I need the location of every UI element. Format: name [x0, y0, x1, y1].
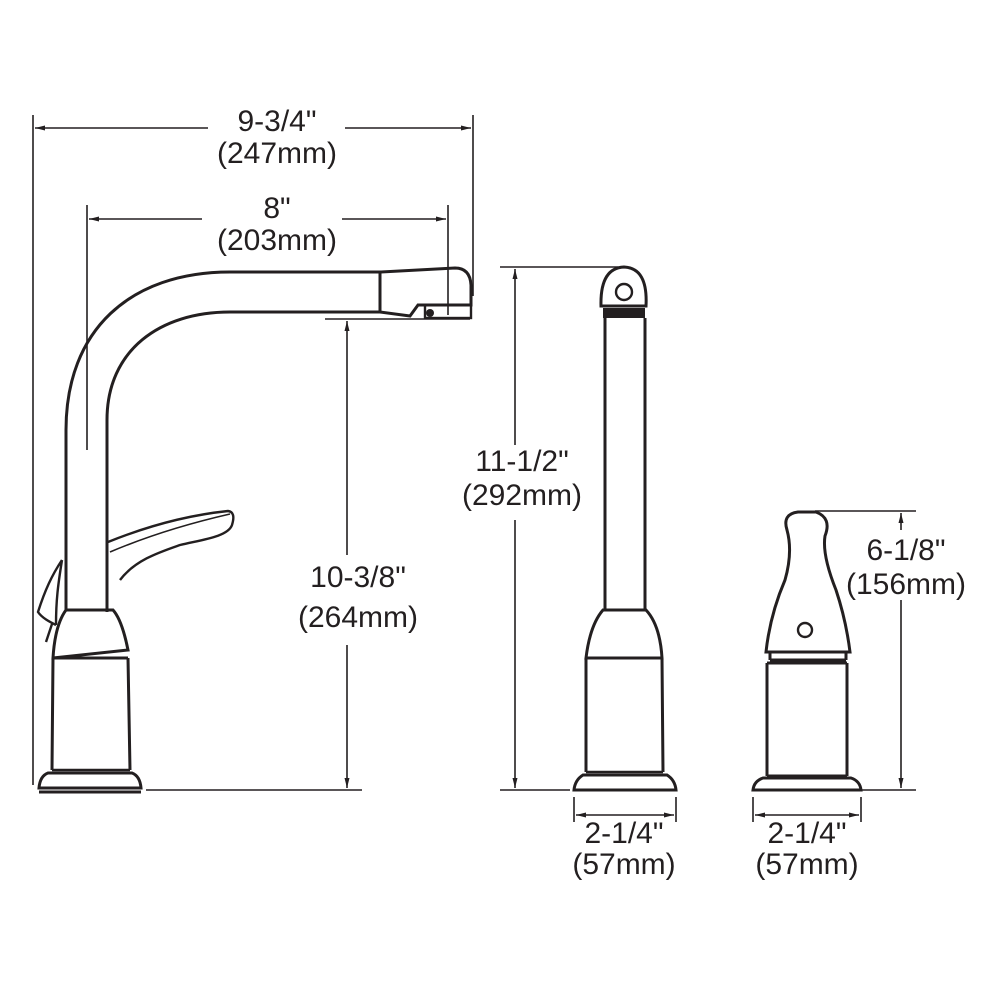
- spout-inner-contour: [105, 310, 380, 612]
- spout-reach-metric: (203mm): [217, 224, 337, 257]
- dispenser-base-width-imperial: 2-1/4": [767, 817, 846, 850]
- spray-height-imperial: 11-1/2": [475, 445, 569, 478]
- spout-height-imperial: 10-3/8": [310, 561, 406, 594]
- spout-outer-contour: [64, 266, 473, 610]
- overall-reach-imperial: 9-3/4": [237, 105, 316, 138]
- faucet-base-cylinder: [50, 657, 132, 771]
- side-spray-view: [572, 265, 678, 792]
- dispenser-height-imperial: 6-1/8": [866, 534, 945, 567]
- spray-base-width-metric: (57mm): [572, 848, 675, 881]
- spout-height-metric: (264mm): [298, 601, 418, 634]
- dispenser-body: [765, 663, 849, 776]
- rear-lever: [36, 559, 64, 643]
- dispenser-pump-head: [764, 510, 852, 654]
- spray-escutcheon: [572, 773, 678, 792]
- spray-base-width-imperial: 2-1/4": [584, 817, 663, 850]
- dimension-spray-base-width: 2-1/4" (57mm): [572, 797, 677, 881]
- dispenser-height-metric: (156mm): [846, 568, 966, 601]
- dispenser-base-width-metric: (57mm): [755, 848, 858, 881]
- dimension-overall-reach: 9-3/4" (247mm): [32, 105, 474, 785]
- overall-reach-metric: (247mm): [217, 137, 337, 170]
- spray-button: [614, 282, 634, 302]
- dimension-spout-height: 10-3/8" (264mm): [146, 318, 470, 791]
- lever-handle-edge: [109, 513, 231, 553]
- spray-head-contour: [379, 300, 473, 318]
- spray-holder-cone: [584, 608, 664, 660]
- dimension-dispenser-base-width: 2-1/4" (57mm): [752, 797, 862, 881]
- lever-handle: [107, 509, 235, 581]
- dimension-spray-height: 11-1/2" (292mm): [462, 266, 618, 791]
- dimension-dispenser-height: 6-1/8" (156mm): [815, 510, 966, 791]
- dispenser-escutcheon: [751, 776, 863, 792]
- faucet-escutcheon: [37, 771, 143, 790]
- spout-reach-imperial: 8": [263, 192, 290, 225]
- soap-dispenser-view: [751, 510, 863, 792]
- spray-height-metric: (292mm): [462, 479, 582, 512]
- dimension-spout-reach: 8" (203mm): [86, 192, 449, 450]
- faucet-side-view: [36, 266, 473, 794]
- aerator-dot: [426, 309, 434, 317]
- spray-head-dome: [599, 265, 648, 308]
- spray-grip-band: [603, 308, 645, 318]
- dispenser-hole: [796, 621, 814, 639]
- spray-holder-body: [584, 657, 665, 773]
- faucet-body-cone: [51, 608, 130, 660]
- dispenser-collar-sides: [768, 652, 848, 660]
